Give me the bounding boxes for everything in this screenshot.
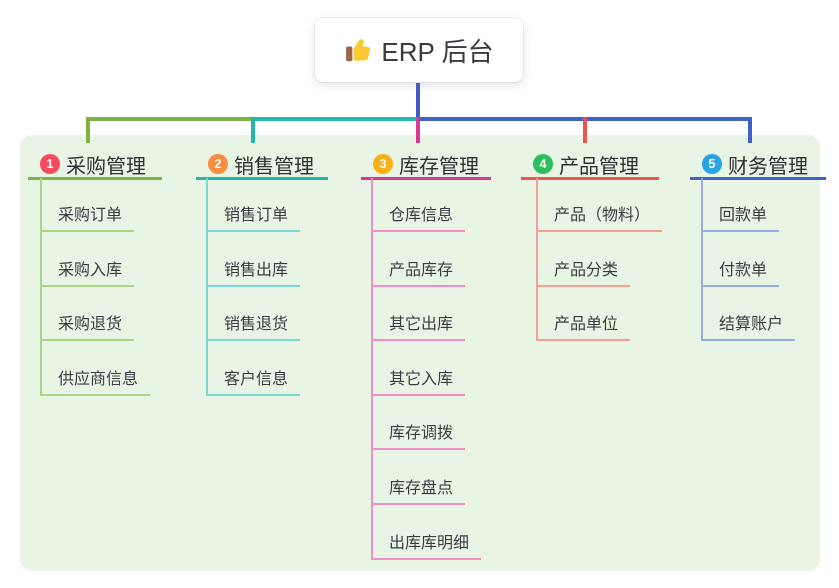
- branch-trunk-line: [701, 178, 703, 342]
- branch-header-2[interactable]: 2 销售管理: [196, 151, 328, 180]
- child-node[interactable]: 回款单: [701, 207, 780, 232]
- child-node[interactable]: 产品（物料）: [536, 207, 663, 232]
- branch-header-1[interactable]: 1 采购管理: [28, 151, 162, 180]
- branch-label: 产品管理: [559, 155, 639, 178]
- root-node[interactable]: ERP 后台: [315, 18, 523, 82]
- branch-number-badge: 5: [702, 154, 722, 174]
- connector-line: [86, 117, 90, 143]
- branch-number-badge: 1: [40, 154, 60, 174]
- connector-line: [416, 82, 420, 117]
- branch-number-badge: 3: [373, 154, 393, 174]
- child-node[interactable]: 销售出库: [206, 262, 301, 287]
- connector-line: [748, 117, 752, 143]
- connector-line: [251, 117, 255, 143]
- thumbs-up-icon: [344, 36, 372, 64]
- branch-number-badge: 2: [208, 154, 228, 174]
- branch-trunk-line: [371, 178, 373, 560]
- child-node[interactable]: 销售订单: [206, 207, 301, 232]
- branch-label: 库存管理: [399, 155, 479, 178]
- child-node[interactable]: 产品分类: [536, 262, 631, 287]
- child-node[interactable]: 销售退货: [206, 316, 301, 342]
- child-node[interactable]: 其它入库: [371, 371, 466, 396]
- branch-label: 财务管理: [728, 155, 808, 178]
- branch-header-5[interactable]: 5 财务管理: [690, 151, 826, 180]
- branch-trunk-line: [40, 178, 42, 396]
- child-node[interactable]: 结算账户: [701, 316, 796, 342]
- branch-label: 采购管理: [66, 155, 146, 178]
- branch-trunk-line: [536, 178, 538, 342]
- branch-header-4[interactable]: 4 产品管理: [521, 151, 659, 180]
- connector-line: [253, 117, 420, 121]
- branch-trunk-line: [206, 178, 208, 396]
- child-node[interactable]: 产品单位: [536, 316, 631, 342]
- branch-header-3[interactable]: 3 库存管理: [361, 151, 491, 180]
- child-node[interactable]: 库存调拨: [371, 425, 466, 451]
- child-node[interactable]: 采购订单: [40, 207, 135, 232]
- root-label: ERP 后台: [381, 36, 494, 67]
- child-node[interactable]: 采购退货: [40, 316, 135, 342]
- child-node[interactable]: 库存盘点: [371, 480, 466, 505]
- child-node[interactable]: 供应商信息: [40, 371, 151, 396]
- child-node[interactable]: 产品库存: [371, 262, 466, 287]
- child-node[interactable]: 采购入库: [40, 262, 135, 287]
- child-node[interactable]: 出库库明细: [371, 535, 482, 560]
- child-node[interactable]: 其它出库: [371, 316, 466, 342]
- branch-number-badge: 4: [533, 154, 553, 174]
- child-node[interactable]: 仓库信息: [371, 207, 466, 232]
- connector-line: [416, 117, 420, 143]
- connector-line: [86, 117, 255, 121]
- connector-line: [583, 117, 587, 143]
- branches-panel: [20, 135, 820, 571]
- child-node[interactable]: 客户信息: [206, 371, 301, 396]
- branch-label: 销售管理: [234, 155, 314, 178]
- child-node[interactable]: 付款单: [701, 262, 780, 287]
